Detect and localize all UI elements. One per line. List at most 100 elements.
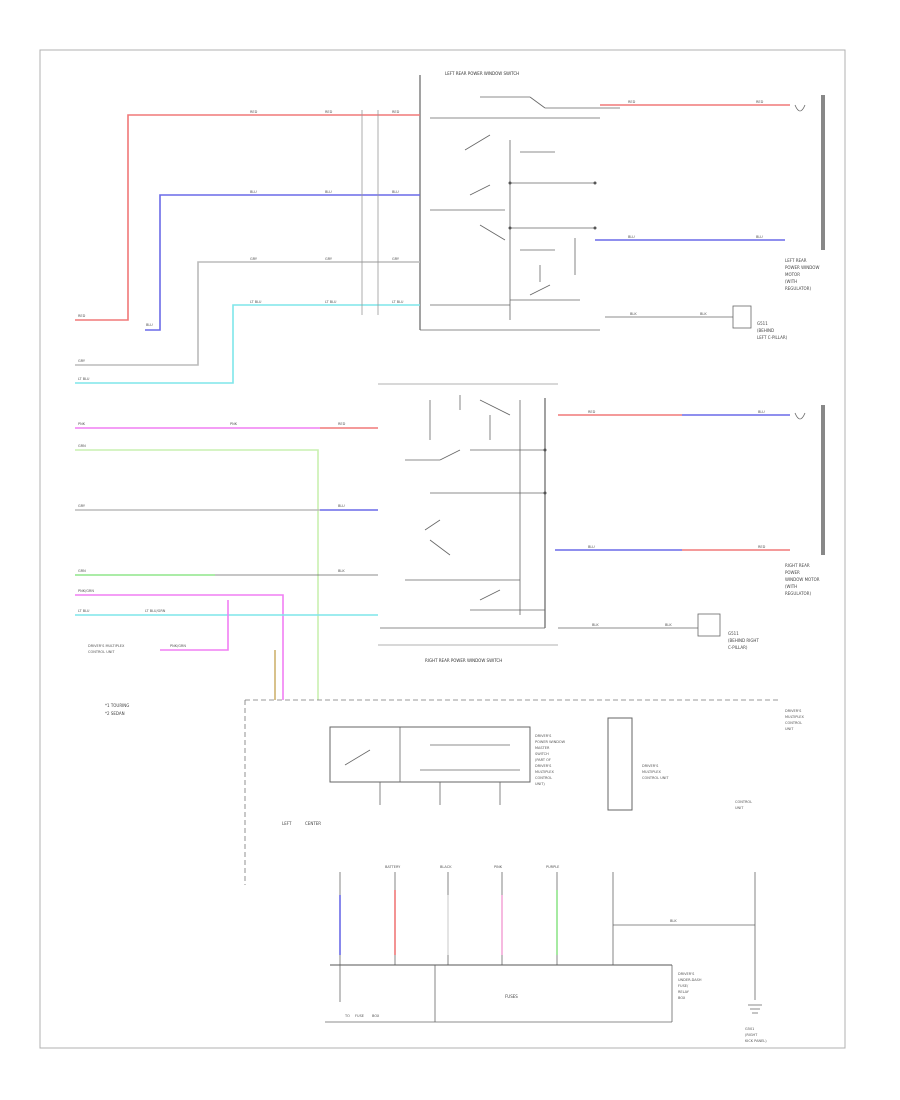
mwire-label-green: GRN — [78, 569, 86, 573]
left-ground-line-3: LEFT C-PILLAR) — [757, 335, 788, 340]
wire-gray-label-b: GRY — [325, 257, 333, 261]
unit-left-8: CONTROL — [535, 776, 552, 780]
fuses-label: FUSES — [505, 994, 518, 999]
left-motor-line-4: (WITH — [785, 279, 797, 284]
right-motor-line-3: WINDOW MOTOR — [785, 577, 820, 582]
bottom-small-3: BOX — [372, 1014, 380, 1018]
mwire-label-black: BLK — [338, 569, 345, 573]
right-switch-title: RIGHT REAR POWER WINDOW SWITCH — [425, 658, 502, 663]
ground-bottom-1: G501 — [745, 1027, 754, 1031]
wire-blue-label-c: BLU — [392, 190, 399, 194]
unit-left-3: MASTER — [535, 746, 550, 750]
control-unit-1: CONTROL — [735, 800, 752, 804]
right-ground-line-3: C-PILLAR) — [728, 645, 748, 650]
unit-left-6: DRIVER'S — [535, 764, 552, 768]
wire-red-label-a: RED — [250, 110, 258, 114]
wire-label-black-1: BLK — [630, 312, 637, 316]
left-motor-line-5: REGULATOR) — [785, 286, 811, 291]
bottom-box-2: UNDER-DASH — [678, 978, 702, 982]
left-motor-line-3: MOTOR — [785, 272, 800, 277]
mwire-label-gry: GRY — [78, 504, 86, 508]
unit-left-7: MULTIPLEX — [535, 770, 554, 774]
right-rear-switch: RIGHT REAR POWER WINDOW SWITCH — [378, 383, 558, 663]
mwire-label-pink-1: PNK — [78, 422, 86, 426]
note-2: *2 SEDAN — [105, 711, 125, 716]
control-unit: DRIVER'S POWER WINDOW MASTER SWITCH (PAR… — [244, 699, 804, 885]
right-motor-line-2: POWER — [785, 570, 800, 575]
right-ground-line-2: (BEHIND RIGHT — [728, 638, 759, 643]
wire-blue-label-a: BLU — [250, 190, 257, 194]
left-label-red: RED — [78, 314, 86, 318]
rwire-label-red-2: RED — [758, 545, 766, 549]
right-motor-line-5: REGULATOR) — [785, 591, 811, 596]
bottom-small-1: TO — [344, 1014, 350, 1018]
left-switch-title: LEFT REAR POWER WINDOW SWITCH — [445, 71, 519, 76]
right-motor-line-4: (WITH — [785, 584, 797, 589]
unit-right-3: CONTROL UNIT — [642, 776, 669, 780]
wire-red-label-c: RED — [392, 110, 400, 114]
wire-red-label-b: RED — [325, 110, 333, 114]
rwire-label-black-1: BLK — [592, 623, 599, 627]
mwire-label-blu: BLU — [338, 504, 345, 508]
diagram-frame — [39, 49, 846, 1049]
wire-cyan-label-a: LT BLU — [250, 300, 262, 304]
bottom-box-4: RELAY — [678, 990, 690, 994]
multiplex-center: CENTER — [305, 821, 321, 826]
unit-right-1: DRIVER'S — [642, 764, 659, 768]
bottom-box-5: BOX — [678, 996, 686, 1000]
left-ground-line-1: G511 — [757, 321, 768, 326]
unit-left-1: DRIVER'S — [535, 734, 552, 738]
left-label-cyan: LT BLU — [78, 377, 90, 381]
note-1: *1 TOURING — [105, 703, 129, 708]
left-label-blue: BLU — [146, 323, 153, 327]
wire-cyan-label-c: LT BLU — [392, 300, 404, 304]
mwire-label-grn: GRN — [78, 444, 86, 448]
rwire-label-black-2: BLK — [665, 623, 672, 627]
left-motor-line-1: LEFT REAR — [785, 258, 807, 263]
unit-left-5: (PART OF — [535, 758, 551, 762]
fuse-top-4: PINK — [494, 865, 503, 869]
mwire-label-pink-3: PNK/GRN — [170, 644, 186, 648]
fuse-top-5: PURPLE — [546, 865, 559, 869]
right-motor-line-1: RIGHT REAR — [785, 563, 810, 568]
driver-switch-line-1: DRIVER'S MULTIPLEX — [88, 644, 125, 648]
unit-left-9: UNIT) — [535, 782, 545, 786]
rstack-1: DRIVER'S — [785, 709, 802, 713]
wire-label-red-2: RED — [756, 100, 764, 104]
wire-label-blue-1: BLU — [628, 235, 635, 239]
left-rear-motor: LEFT REAR POWER WINDOW MOTOR (WITH REGUL… — [785, 95, 825, 291]
wire-cyan-label-b: LT BLU — [325, 300, 337, 304]
left-motor-line-2: POWER WINDOW — [785, 265, 819, 270]
mwire-label-pink-2: PNK — [230, 422, 238, 426]
bottom-box-3: FUSE/ — [678, 984, 689, 988]
right-ground: G511 (BEHIND RIGHT C-PILLAR) — [697, 613, 759, 650]
multiplex-left: LEFT — [282, 821, 292, 826]
ground-bottom-3: KICK PANEL) — [745, 1039, 767, 1043]
wire-label-blue-2: BLU — [756, 235, 763, 239]
left-ground-line-2: (BEHIND — [757, 328, 774, 333]
control-unit-2: UNIT — [735, 806, 744, 810]
mwire-label-ltblu: LT BLU — [78, 609, 90, 613]
driver-switch-line-2: CONTROL UNIT — [88, 650, 115, 654]
mwire-label-pnkgrn: PNK/GRN — [78, 589, 94, 593]
wire-gray-label-c: GRY — [392, 257, 400, 261]
wire-blue-label-b: BLU — [325, 190, 332, 194]
wire-gray-label-a: GRY — [250, 257, 258, 261]
mwire-label-ltblu-2: LT BLU/GRN — [145, 609, 166, 613]
rwire-label-blue-2: BLU — [588, 545, 595, 549]
unit-right-2: MULTIPLEX — [642, 770, 661, 774]
fuse-box: BATTERY BLACK PINK PURPLE FUSES TO FUSE … — [325, 865, 767, 1043]
rstack-4: UNIT — [785, 727, 794, 731]
right-ground-line-1: G511 — [728, 631, 739, 636]
wire-label-black-2: BLK — [700, 312, 707, 316]
rstack-3: CONTROL — [785, 721, 802, 725]
bottom-small-2: FUSE — [355, 1014, 364, 1018]
unit-left-2: POWER WINDOW — [535, 740, 566, 744]
rwire-label-red-1: RED — [588, 410, 596, 414]
bottom-box-1: DRIVER'S — [678, 972, 695, 976]
left-label-gray: GRY — [78, 359, 86, 363]
fuse-top-2: BATTERY — [385, 865, 401, 869]
left-rear-switch: LEFT REAR POWER WINDOW SWITCH — [419, 71, 620, 331]
mwire-label-red: RED — [338, 422, 346, 426]
